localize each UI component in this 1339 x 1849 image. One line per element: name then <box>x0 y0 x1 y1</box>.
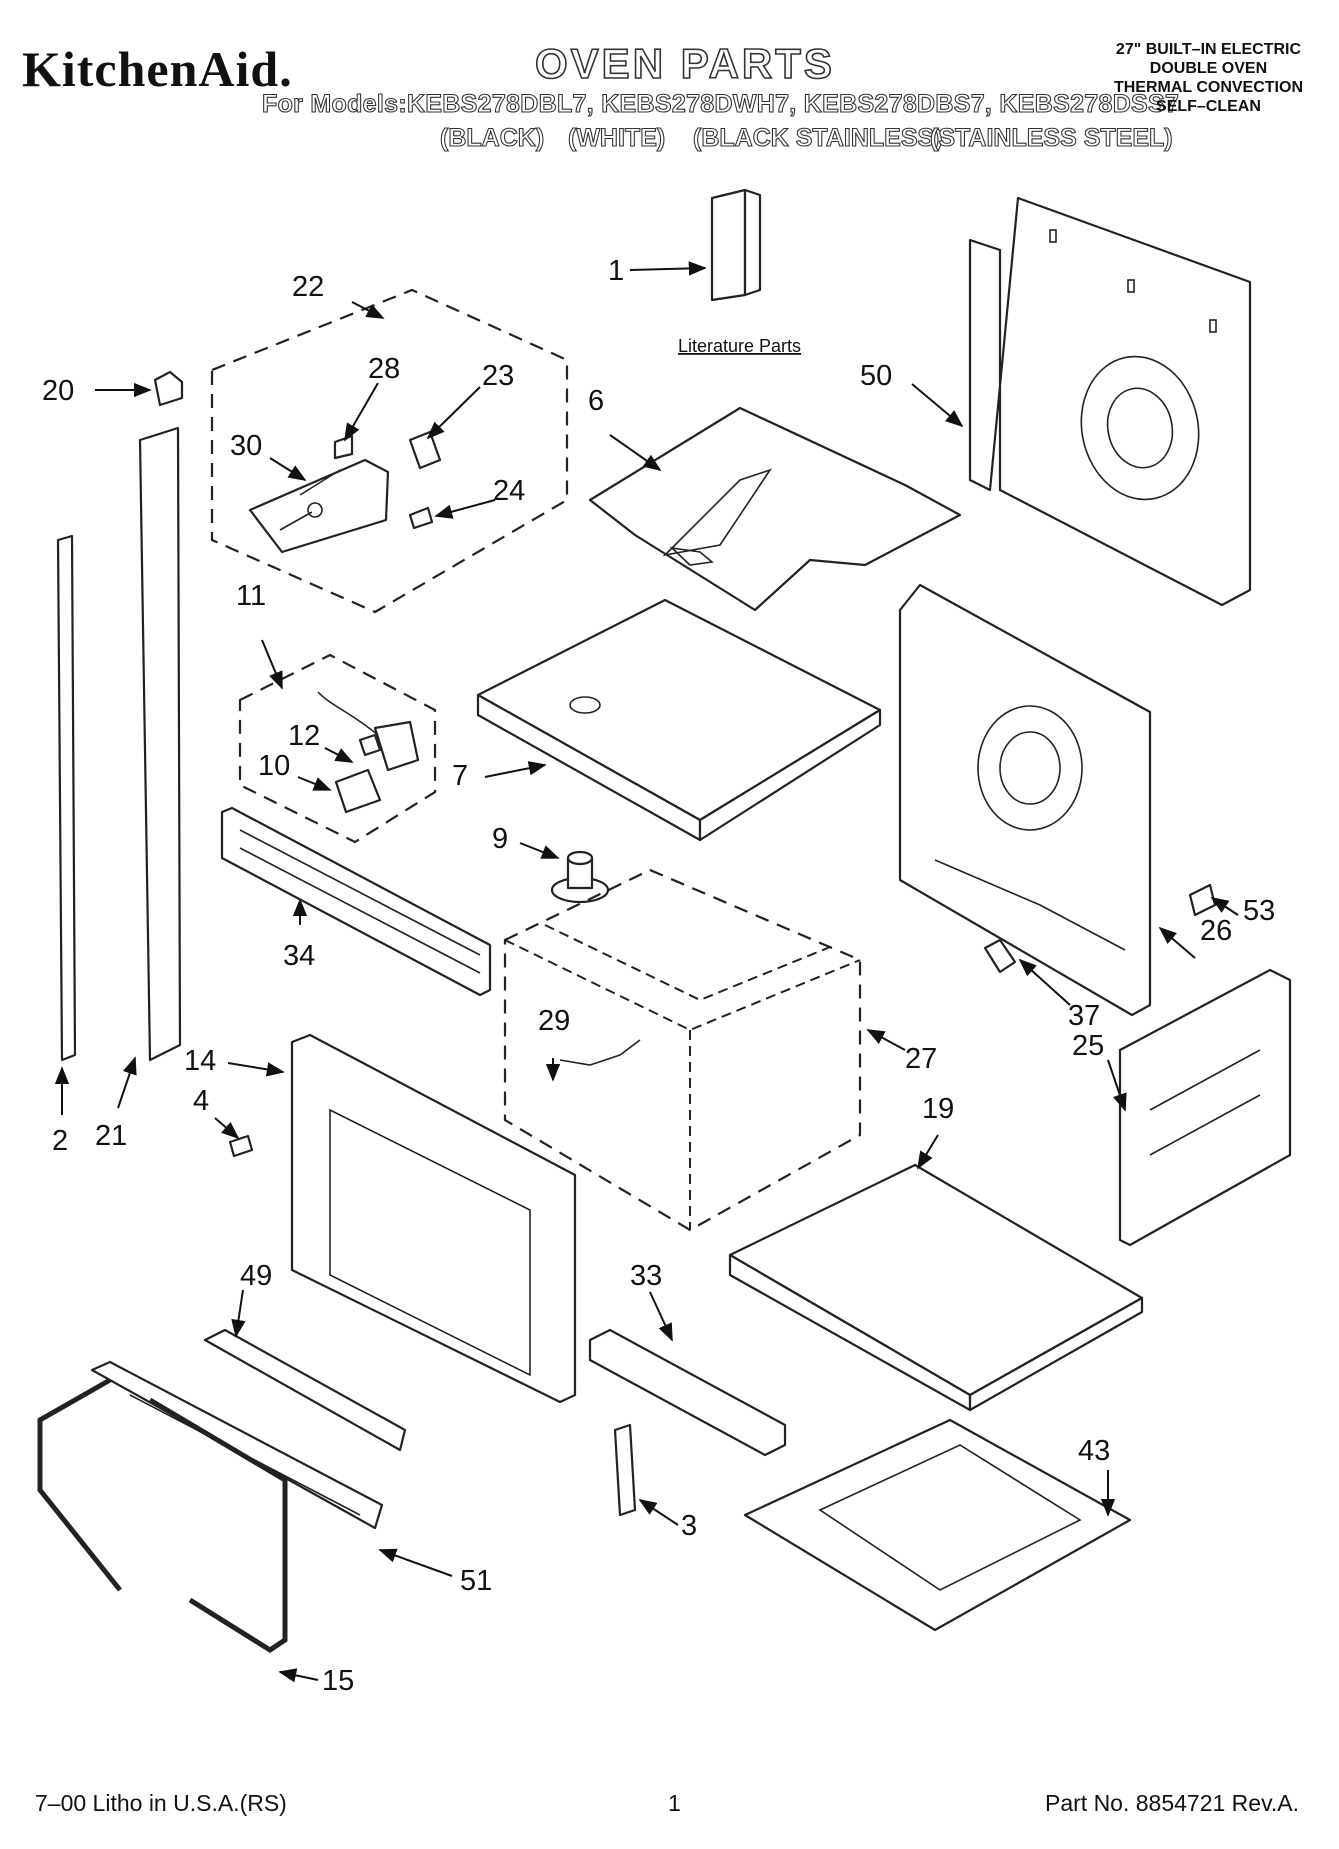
callout-25: 25 <box>1072 1030 1104 1062</box>
group-11-outline <box>238 653 437 844</box>
part-clip-53 <box>1188 883 1217 917</box>
finish-stainless-steel: (STAINLESS STEEL) <box>929 123 1173 152</box>
callout-28: 28 <box>368 353 400 385</box>
part-literature <box>710 188 762 302</box>
callout-14: 14 <box>184 1045 216 1077</box>
finish-black: (BLACK) <box>439 123 545 152</box>
callout-labels: 1 2 3 4 6 7 9 10 11 12 14 15 19 20 21 22… <box>42 255 1275 1697</box>
callout-1: 1 <box>608 255 624 287</box>
part-rear-side-panel <box>1118 968 1292 1247</box>
part-vertical-trim <box>56 534 77 1062</box>
callout-10: 10 <box>258 750 290 782</box>
callout-3: 3 <box>681 1510 697 1542</box>
part-terminal-block <box>550 850 610 904</box>
part-front-frame <box>290 1033 577 1404</box>
callout-2: 2 <box>52 1125 68 1157</box>
part-side-trim <box>138 426 182 1062</box>
part-screw <box>228 1134 254 1158</box>
page-title: OVEN PARTS <box>534 39 835 88</box>
callout-27: 27 <box>905 1043 937 1075</box>
product-description: 27" BUILT–IN ELECTRIC DOUBLE OVEN THERMA… <box>1114 40 1303 116</box>
part-trim-cap <box>153 370 184 407</box>
part-oven-cavity <box>503 868 862 1232</box>
callout-26: 26 <box>1200 915 1232 947</box>
callout-11: 11 <box>236 580 266 612</box>
part-vent-grille <box>220 806 492 997</box>
part-bracket-3 <box>613 1423 637 1517</box>
callout-7: 7 <box>452 760 468 792</box>
part-front-trim <box>90 1360 384 1530</box>
callout-24: 24 <box>493 475 525 507</box>
callout-23: 23 <box>482 360 514 392</box>
callout-50: 50 <box>860 360 892 392</box>
product-line-2: DOUBLE OVEN <box>1149 60 1268 77</box>
footer-print-info: 7–00 Litho in U.S.A.(RS) <box>35 1790 287 1816</box>
callout-34: 34 <box>283 940 315 972</box>
callout-49: 49 <box>240 1260 272 1292</box>
callout-leaders <box>54 261 1239 1683</box>
part-light-assembly <box>317 691 420 814</box>
callout-37: 37 <box>1068 1000 1100 1032</box>
product-line-1: 27" BUILT–IN ELECTRIC <box>1115 41 1302 58</box>
brand-logo: KitchenAid. <box>22 41 293 97</box>
callout-21: 21 <box>95 1120 127 1152</box>
callout-43: 43 <box>1078 1435 1110 1467</box>
callout-33: 33 <box>630 1260 662 1292</box>
callout-6: 6 <box>588 385 604 417</box>
footer-part-number: Part No. 8854721 Rev.A. <box>1045 1790 1299 1816</box>
group-22-outline <box>210 288 569 614</box>
part-door-gasket <box>37 1377 288 1653</box>
callout-12: 12 <box>288 720 320 752</box>
callout-15: 15 <box>322 1665 354 1697</box>
finish-black-stainless: (BLACK STAINLESS) <box>692 123 943 152</box>
part-control-bracket <box>248 430 442 554</box>
callout-51: 51 <box>460 1565 492 1597</box>
callout-29: 29 <box>538 1005 570 1037</box>
product-line-4: SELF–CLEAN <box>1156 98 1261 115</box>
part-rear-panel <box>968 196 1252 607</box>
callout-30: 30 <box>230 430 262 462</box>
part-bottom-tray <box>743 1418 1132 1632</box>
part-bottom-panel <box>728 1163 1144 1412</box>
part-top-panel <box>476 598 882 842</box>
callout-4: 4 <box>193 1085 209 1117</box>
part-duct-cover <box>588 406 962 612</box>
product-line-3: THERMAL CONVECTION <box>1113 79 1303 96</box>
callout-20: 20 <box>42 375 74 407</box>
part-thermostat <box>983 938 1017 974</box>
callout-9: 9 <box>492 823 508 855</box>
part-sensor-probe <box>559 1039 641 1066</box>
footer-page-number: 1 <box>668 1790 681 1816</box>
callout-22: 22 <box>292 271 324 303</box>
models-line: For Models:KEBS278DBL7, KEBS278DWH7, KEB… <box>261 89 1180 118</box>
literature-parts-label: Literature Parts <box>678 336 801 356</box>
part-lower-strip <box>203 1328 407 1452</box>
part-side-panel <box>898 583 1152 1017</box>
callout-19: 19 <box>922 1093 954 1125</box>
finish-white: (WHITE) <box>567 123 666 152</box>
part-rail <box>588 1328 787 1457</box>
callout-53: 53 <box>1243 895 1275 927</box>
